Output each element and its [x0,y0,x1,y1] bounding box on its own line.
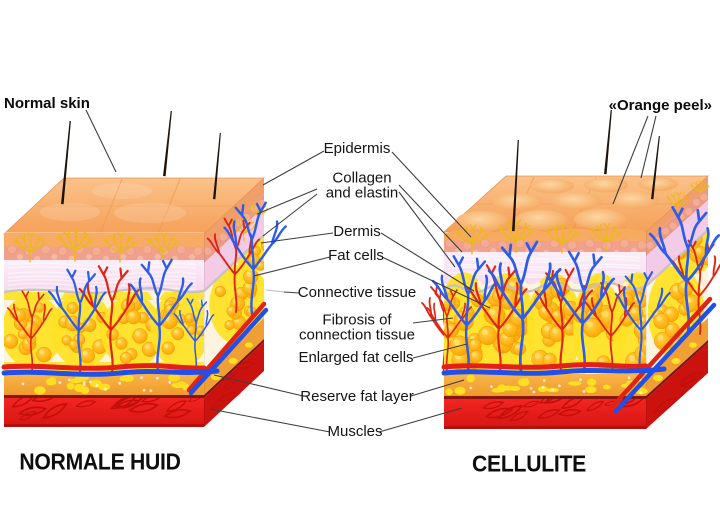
label-fibrosis: Fibrosis of connection tissue [299,311,415,343]
right-main-vessels [441,296,717,414]
leader-dermis-right [380,232,475,292]
orange-peel-bumps [455,177,678,234]
leader-orange-peel-2 [640,115,657,179]
leader-reserve-right [410,379,465,397]
right-skin-block [426,110,720,429]
label-dermis: Dermis [333,222,381,240]
left-hairs [61,111,221,205]
left-main-vessels [1,301,269,396]
leader-fat-cells-left [253,256,331,277]
label-collagen-elastin: Collagen and elastin [325,169,399,201]
leader-connective-left [283,291,300,294]
label-muscles: Muscles [327,422,383,440]
caption-orange-peel: «Orange peel» [608,97,712,114]
leader-muscles-left [209,408,331,433]
right-top-face [442,175,710,241]
label-epidermis: Epidermis [323,139,391,157]
leader-collagen-right-1 [398,184,463,253]
leader-connective-left-tip [265,289,285,293]
label-connective-tissue: Connective tissue [297,283,417,301]
title-normale-huid: NORMALE HUID [19,448,181,475]
leader-orange-peel-1 [612,115,649,205]
leader-reserve-left [213,374,304,397]
label-fat-cells: Fat cells [328,246,384,264]
caption-normal-skin: Normal skin [4,95,90,112]
leader-collagen-left-1 [256,188,318,215]
leader-normal-skin [85,109,117,173]
right-hairs [512,110,660,232]
left-top-face [2,177,266,235]
leader-enlarged-fat-right [412,343,468,359]
leader-epidermis-left [262,150,325,186]
leader-lines [85,109,657,433]
left-skin-block [1,111,472,427]
leader-muscles-right [378,407,463,433]
label-enlarged-fat-cells: Enlarged fat cells [298,348,414,366]
label-reserve-fat-layer: Reserve fat layer [300,387,414,405]
leader-fibrosis-right [412,317,454,324]
leader-collagen-left-2 [262,193,318,237]
leader-collagen-right-2 [398,191,456,268]
title-cellulite: CELLULITE [472,450,586,477]
leader-epidermis-right [391,151,472,238]
leader-fat-cells-right [381,256,491,309]
leader-dermis-left [260,232,334,244]
